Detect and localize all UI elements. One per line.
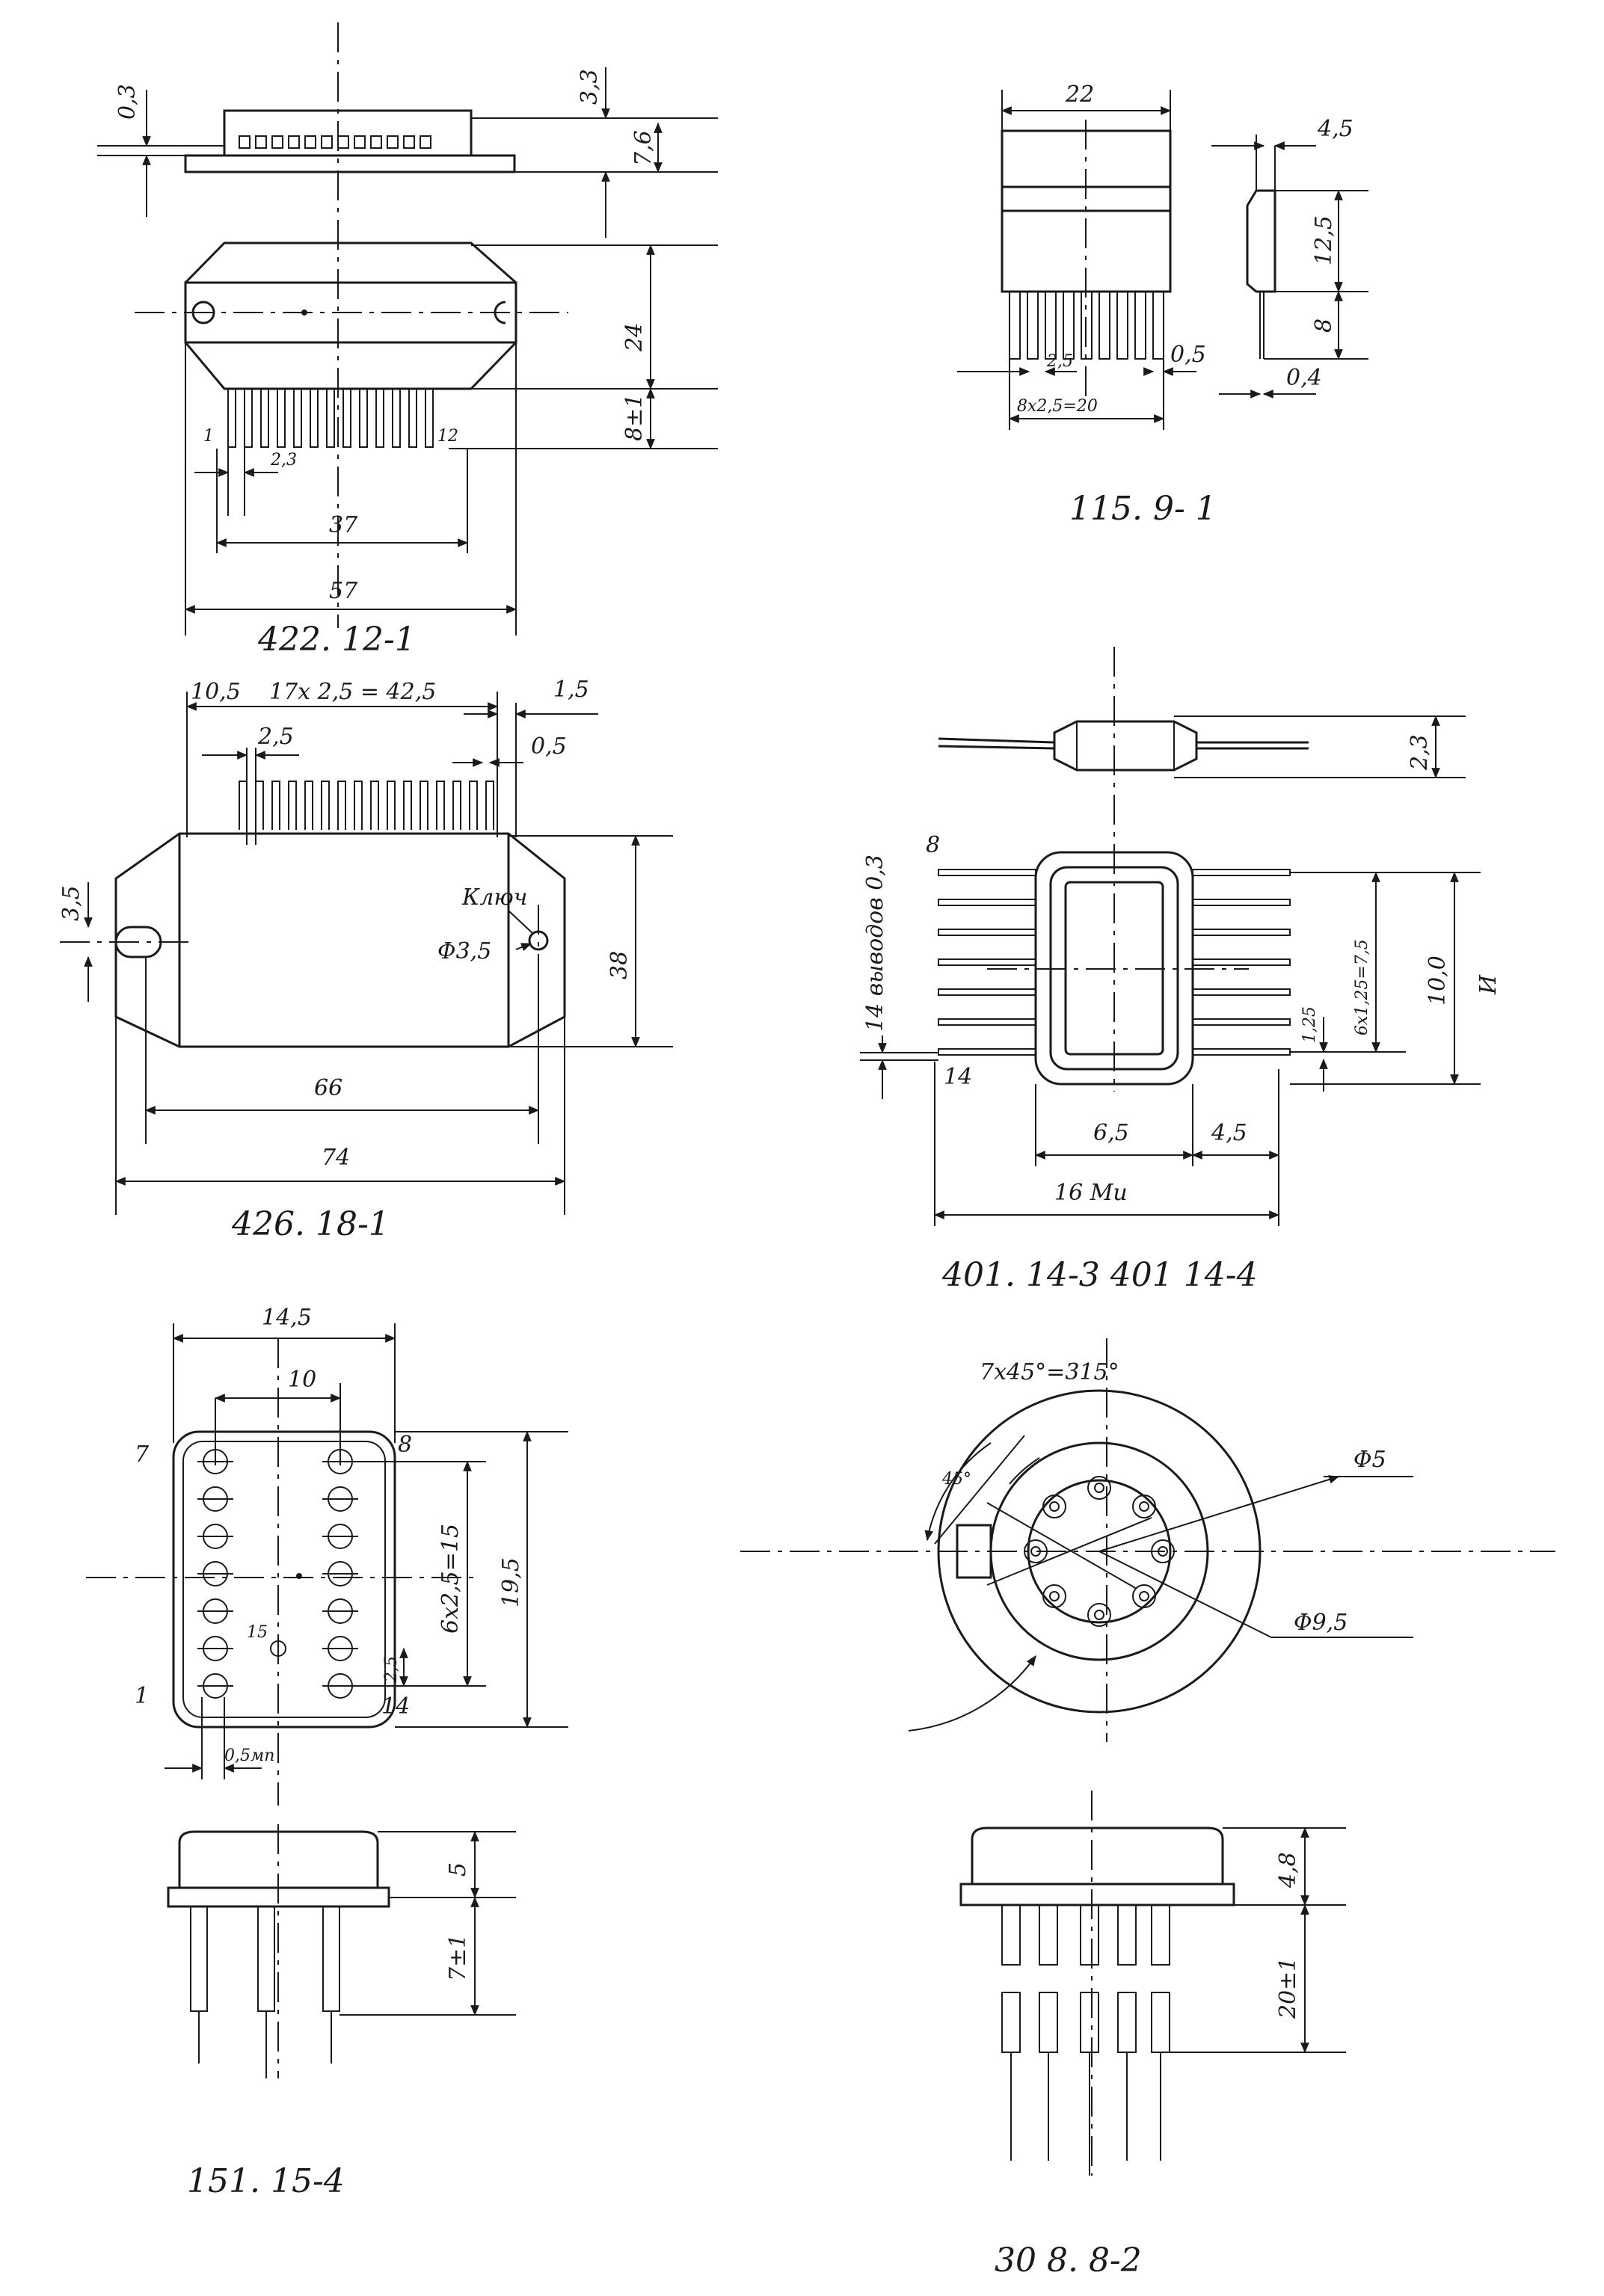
dim-2-3: 2,3 [270, 451, 297, 470]
dim-8: 8 [1311, 318, 1337, 333]
dim-24: 24 [621, 323, 648, 352]
dim-pitch-426: 17x 2,5 = 42,5 [269, 679, 436, 705]
dim-pitch-151: 6x2,5=15 [437, 1524, 464, 1634]
dim-22: 22 [1065, 81, 1094, 108]
dim-15-label: 15 [247, 1623, 268, 1642]
dim-7-6: 7,6 [630, 130, 657, 166]
pin-8-label-151: 8 [398, 1432, 412, 1458]
pin-14-label-151: 14 [381, 1693, 410, 1720]
package-401-14: 2,3 8 14 14 выводов 0,3 6x1,25=7,5 1,25 [860, 647, 1502, 1294]
caption-422-12-1: 422. 12-1 [257, 621, 416, 659]
dim-12-5: 12,5 [1311, 215, 1337, 265]
dim-phi-9-5: Φ9,5 [1294, 1610, 1348, 1636]
key-label: Ключ [461, 884, 527, 911]
dim-38: 38 [606, 951, 633, 979]
dim-10-151: 10 [288, 1367, 316, 1393]
caption-308-8-2: 30 8. 8-2 [995, 2241, 1142, 2280]
dim-pitch-115: 8x2,5=20 [1017, 397, 1098, 416]
mark-label: И [1475, 974, 1502, 995]
pin-7-label: 7 [135, 1441, 150, 1468]
dim-phi-5: Φ5 [1353, 1447, 1386, 1473]
hole-diameter: Φ3,5 [437, 938, 491, 964]
package-422-12-1: 0,3 3,3 7,6 1 12 24 8±1 [97, 22, 718, 659]
dim-3-3: 3,3 [577, 69, 603, 105]
dim-4-5-401: 4,5 [1211, 1120, 1247, 1146]
dim-37: 37 [329, 512, 358, 538]
dim-4-5: 4,5 [1317, 116, 1353, 142]
dim-2-5-151: 2,5 [382, 1656, 401, 1683]
pin-14-label: 14 [944, 1064, 972, 1090]
dim-0-3: 0,3 [114, 84, 141, 120]
dim-2-3-401: 2,3 [1407, 734, 1433, 771]
dim-57: 57 [329, 578, 358, 604]
dim-0-5: 0,5 [1170, 342, 1206, 368]
dim-14-5: 14,5 [262, 1305, 312, 1331]
dim-66: 66 [314, 1075, 342, 1101]
dim-19-5: 19,5 [498, 1557, 524, 1607]
caption-426-18-1: 426. 18-1 [231, 1205, 390, 1243]
dim-1-25: 1,25 [1300, 1006, 1319, 1043]
pin-8-label: 8 [926, 832, 940, 858]
dim-8-pm-1: 8±1 [621, 394, 648, 441]
dim-0-5-151: 0,5мп [224, 1746, 274, 1765]
pin-12-label: 12 [437, 427, 458, 446]
dim-16: 16 Ми [1054, 1180, 1128, 1206]
dim-0-4: 0,4 [1286, 365, 1322, 391]
pin-1-label: 1 [203, 427, 214, 446]
dim-10-5: 10,5 [191, 679, 241, 705]
caption-401-14: 401. 14-3 401 14-4 [941, 1256, 1258, 1294]
dim-2-5: 2,5 [1046, 352, 1073, 371]
angle-315: 7x45°=315° [980, 1359, 1119, 1385]
dim-20-pm-1: 20±1 [1275, 1957, 1301, 2019]
dim-3-5: 3,5 [58, 885, 84, 921]
dim-2-5-426: 2,5 [257, 724, 294, 750]
dim-7-pm-1: 7±1 [445, 1934, 471, 1981]
dim-10-0: 10,0 [1425, 955, 1451, 1006]
dim-6-5: 6,5 [1093, 1120, 1129, 1146]
dim-1-5: 1,5 [553, 677, 589, 703]
dim-5: 5 [445, 1862, 471, 1877]
angle-45: 45° [941, 1470, 971, 1489]
leads-note: 14 выводов 0,3 [862, 855, 888, 1032]
dim-74: 74 [322, 1145, 350, 1171]
package-151-15-4: 14,5 10 7 8 1 14 15 [86, 1305, 568, 2200]
package-115-9-1: 22 2,5 0,5 8x2,5=20 4,5 12,5 8 [957, 81, 1368, 528]
package-308-8-2: Φ5 Φ9,5 7x45°=315° 45° 4,8 20±1 30 8. 8-… [740, 1338, 1555, 2280]
dim-0-5-426: 0,5 [531, 733, 567, 760]
dim-4-8: 4,8 [1275, 1852, 1301, 1889]
pin-1-label-151: 1 [135, 1683, 149, 1709]
caption-115-9-1: 115. 9- 1 [1069, 490, 1217, 528]
dim-pitch-401: 6x1,25=7,5 [1353, 939, 1371, 1035]
caption-151-15-4: 151. 15-4 [187, 2162, 345, 2200]
package-426-18-1: 10,5 17x 2,5 = 42,5 1,5 2,5 0,5 3,5 [58, 677, 673, 1243]
